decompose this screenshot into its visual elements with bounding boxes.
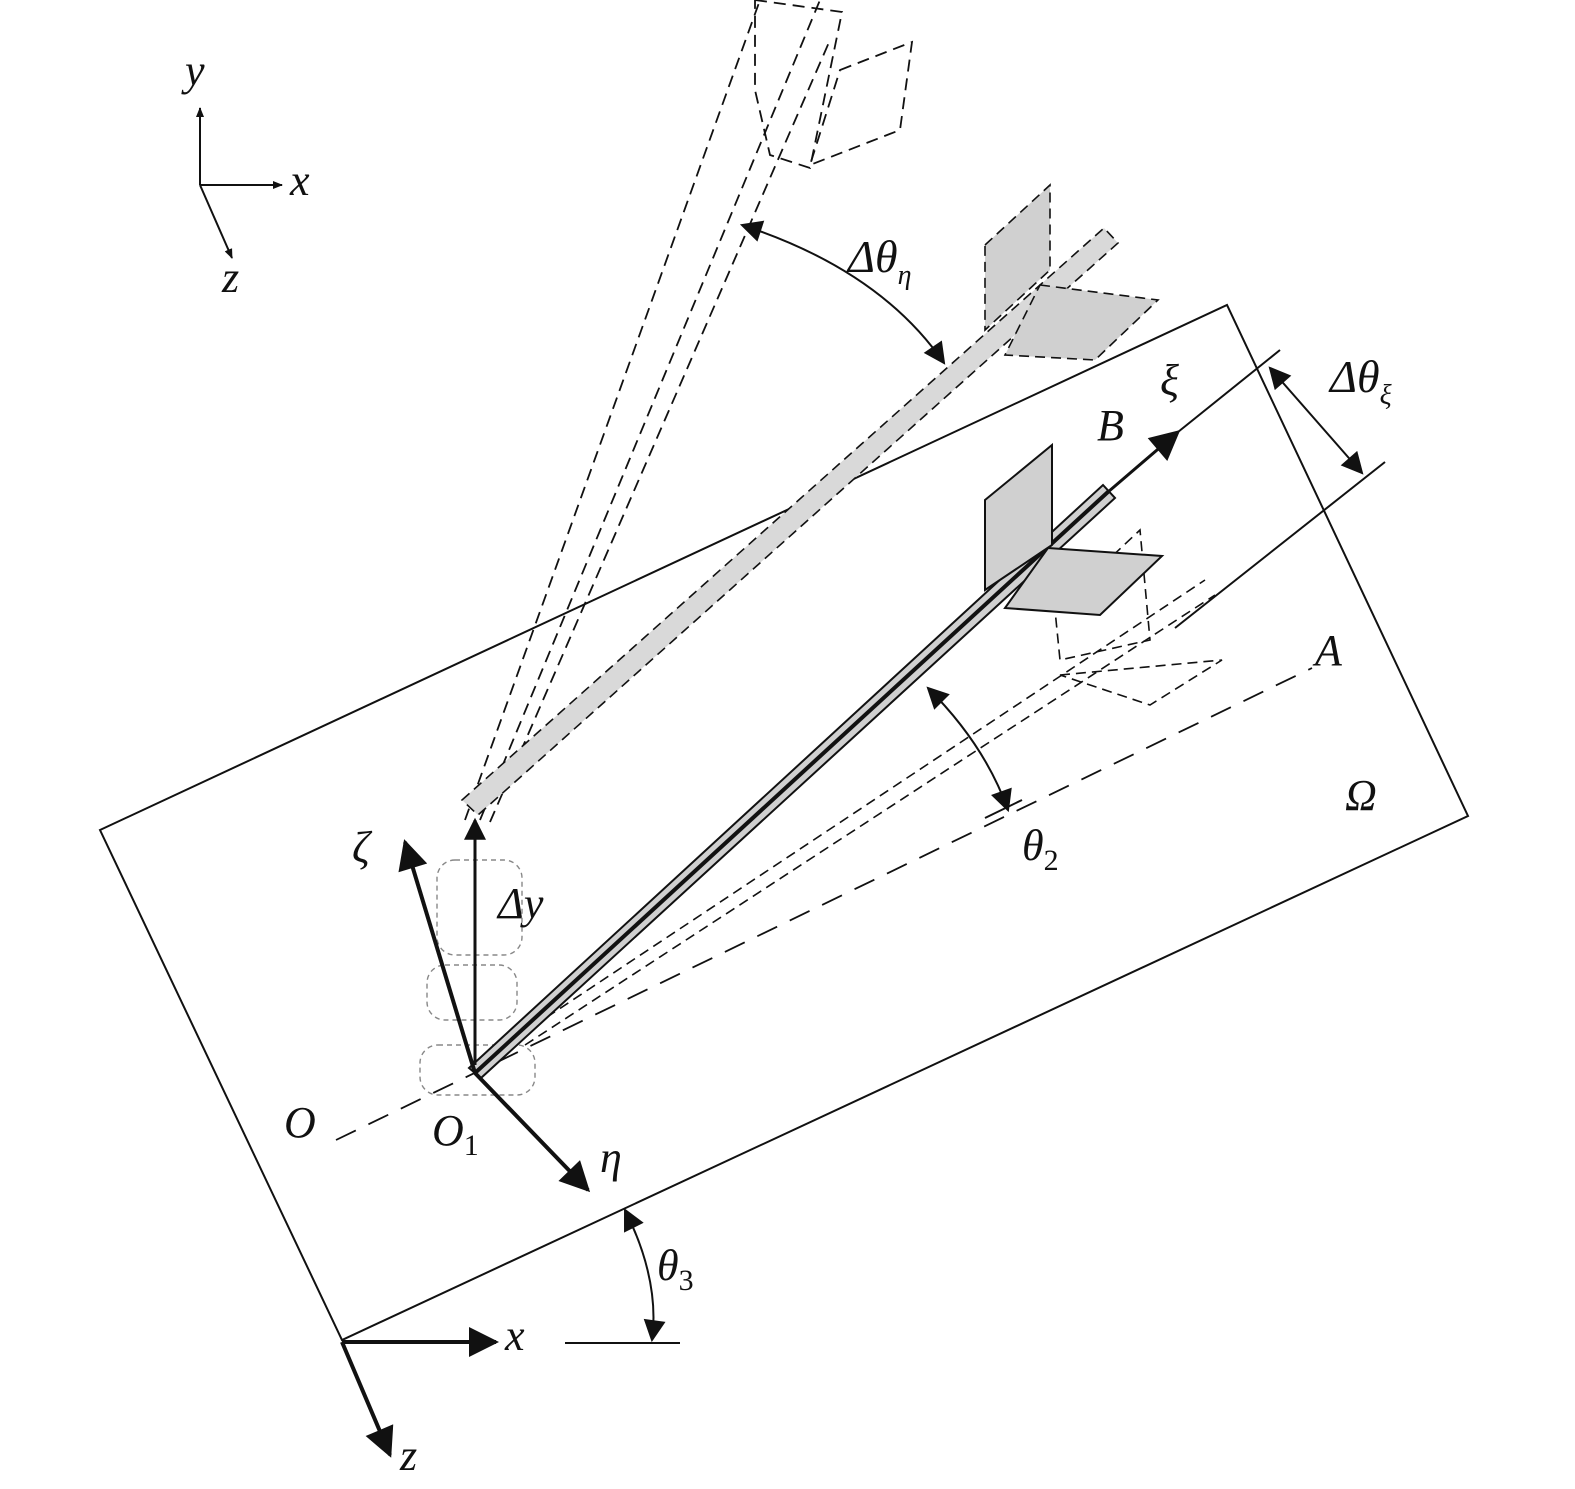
ghost-rocket-upper (464, 0, 914, 823)
label-zeta: ζ (352, 823, 373, 872)
label-top-y: y (181, 46, 205, 95)
body-axes (398, 839, 591, 1193)
label-bottom-z: z (399, 1431, 417, 1480)
label-a: A (1312, 626, 1343, 675)
label-delta-theta-xi: Δθξ (1328, 351, 1392, 411)
label-top-x: x (289, 156, 310, 205)
ghost-rocket-lower (519, 528, 1223, 1046)
plane-omega (98, 303, 1470, 1342)
bottom-z-axis (340, 1341, 394, 1458)
main-rocket (467, 442, 1165, 1080)
ref-z-axis (199, 184, 233, 259)
xi-axis-extension (1177, 349, 1281, 433)
label-theta2: θ2 (1022, 821, 1059, 877)
xi-axis-arrow (1107, 430, 1181, 494)
label-o: O (284, 1098, 316, 1147)
label-xi: ξ (1160, 356, 1179, 405)
label-o1: O1 (432, 1106, 479, 1162)
zeta-axis (398, 839, 477, 1074)
delta-theta-xi-dimension (1174, 366, 1386, 629)
delta-theta-eta-arc (739, 220, 946, 365)
reference-axes-bottom (340, 1327, 499, 1458)
label-b: B (1097, 401, 1124, 450)
theta3-dimension (565, 1208, 680, 1344)
label-theta3: θ3 (657, 1241, 694, 1297)
label-bottom-x: x (504, 1311, 525, 1360)
label-eta: η (600, 1133, 622, 1182)
label-delta-y: Δy (496, 879, 544, 928)
label-top-z: z (221, 253, 239, 302)
rotated-rocket (460, 183, 1160, 817)
ghost-origin-outlines (419, 859, 536, 1096)
theta2-dimension (926, 686, 1023, 819)
label-delta-theta-eta: Δθη (846, 231, 911, 291)
label-omega: Ω (1345, 771, 1377, 820)
eta-axis (473, 1071, 591, 1193)
reference-axes-top (196, 107, 283, 259)
